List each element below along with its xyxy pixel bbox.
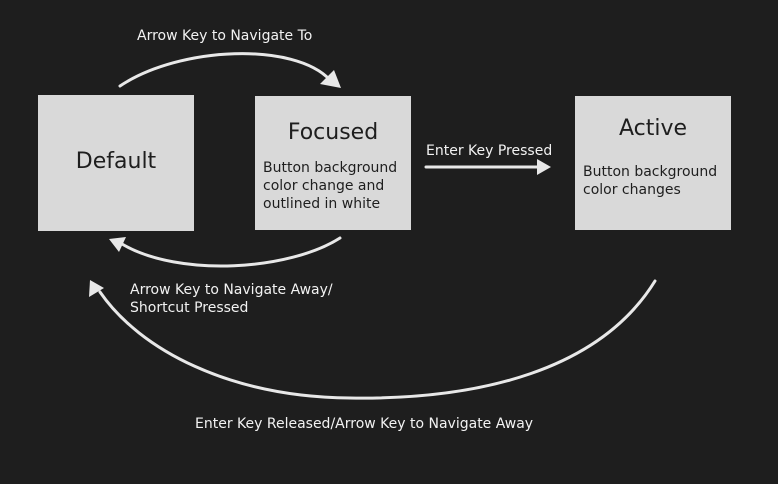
arrowhead-enter-released <box>89 280 104 297</box>
state-focused-title: Focused <box>287 120 379 145</box>
state-default-title: Default <box>75 149 157 174</box>
state-focused-box: Focused Button background color change a… <box>255 96 411 230</box>
arrow-navigate-away <box>120 236 342 268</box>
state-active-title: Active <box>618 116 688 141</box>
arrow-navigate-to <box>118 52 332 88</box>
arrowhead-enter-pressed <box>537 159 551 175</box>
transition-label-enter-pressed: Enter Key Pressed <box>426 143 553 159</box>
state-default-box: Default <box>38 95 194 231</box>
transition-label-navigate-away: Arrow Key to Navigate Away/ Shortcut Pre… <box>130 282 333 316</box>
state-active-box: Active Button background color changes <box>575 96 731 230</box>
arrow-enter-released <box>98 279 657 400</box>
transition-label-navigate-to: Arrow Key to Navigate To <box>137 28 313 44</box>
state-active-description: Button background color changes <box>583 164 718 198</box>
arrowhead-navigate-away <box>109 237 126 252</box>
arrowhead-navigate-to <box>320 70 341 88</box>
state-focused-description: Button background color change and outli… <box>263 160 398 212</box>
transition-label-enter-released: Enter Key Released/Arrow Key to Navigate… <box>195 416 534 432</box>
